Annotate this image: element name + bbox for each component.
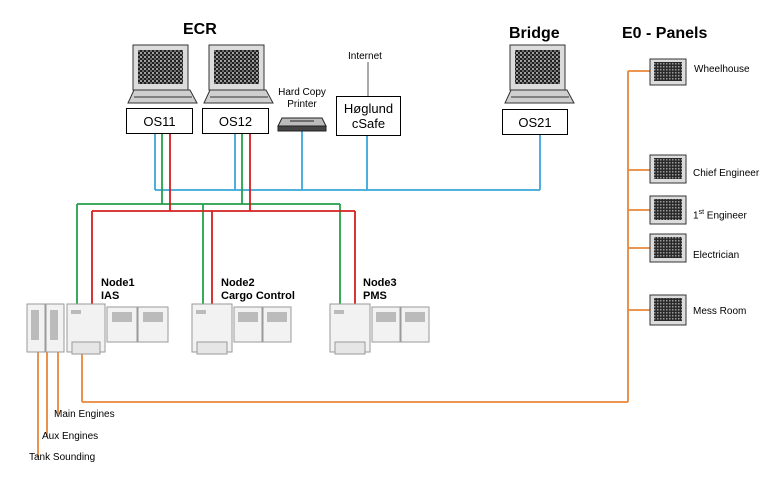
hoglund-line1: Høglund [343, 101, 394, 116]
hoglund-csafe-box: Høglund cSafe [336, 96, 401, 136]
heading-ecr: ECR [183, 21, 217, 38]
first-engineer-suffix-sup: st [698, 209, 705, 216]
panel-bus [37, 70, 650, 458]
monitor-os21-icon [504, 44, 575, 104]
io-aux-engines-label: Aux Engines [42, 431, 99, 442]
panel-mess-room-label: Mess Room [693, 306, 747, 317]
node1-role: IAS [101, 290, 120, 302]
io-main-engines-label: Main Engines [54, 409, 115, 420]
node3-rack-icon [329, 303, 430, 355]
node2-name: Node2 [221, 277, 255, 289]
node2-label: Node2 Cargo Control [221, 277, 295, 303]
blue-network [154, 130, 541, 191]
node3-label: Node3 PMS [363, 277, 397, 303]
panel-electrician-label: Electrician [693, 250, 740, 261]
first-engineer-number: 1 [693, 210, 699, 222]
io-tank-sounding-label: Tank Sounding [29, 452, 96, 463]
station-os12: OS12 [202, 108, 269, 134]
panel-first-engineer-label: 1st Engineer [693, 209, 747, 221]
printer-label-line1: Hard Copy [278, 87, 326, 98]
node3-name: Node3 [363, 277, 397, 289]
panel-wheelhouse-icon [649, 58, 687, 86]
panel-first-engineer-icon [649, 195, 687, 225]
hoglund-line2: cSafe [351, 116, 386, 131]
node2-rack-icon [191, 303, 292, 355]
printer-label: Hard Copy Printer [275, 87, 329, 111]
node1-label: Node1 IAS [101, 277, 135, 303]
heading-bridge: Bridge [509, 25, 560, 42]
node1-name: Node1 [101, 277, 135, 289]
internet-label: Internet [348, 51, 382, 62]
station-os21: OS21 [502, 109, 568, 135]
station-os11: OS11 [126, 108, 193, 134]
green-network [76, 132, 341, 304]
monitor-os12-icon [203, 44, 274, 104]
monitor-os11-icon [127, 44, 198, 104]
red-network [91, 132, 356, 304]
node2-role: Cargo Control [221, 290, 295, 302]
node1-rack-icon [26, 303, 169, 355]
printer-icon [277, 117, 327, 132]
first-engineer-word: Engineer [704, 210, 747, 222]
panel-chief-engineer-label: Chief Engineer [693, 168, 760, 179]
panel-chief-engineer-icon [649, 154, 687, 184]
panel-mess-room-icon [649, 294, 687, 326]
heading-panels: E0 - Panels [622, 25, 708, 42]
printer-label-line2: Printer [287, 99, 317, 110]
panel-electrician-icon [649, 233, 687, 263]
panel-wheelhouse-label: Wheelhouse [694, 64, 750, 75]
node3-role: PMS [363, 290, 387, 302]
